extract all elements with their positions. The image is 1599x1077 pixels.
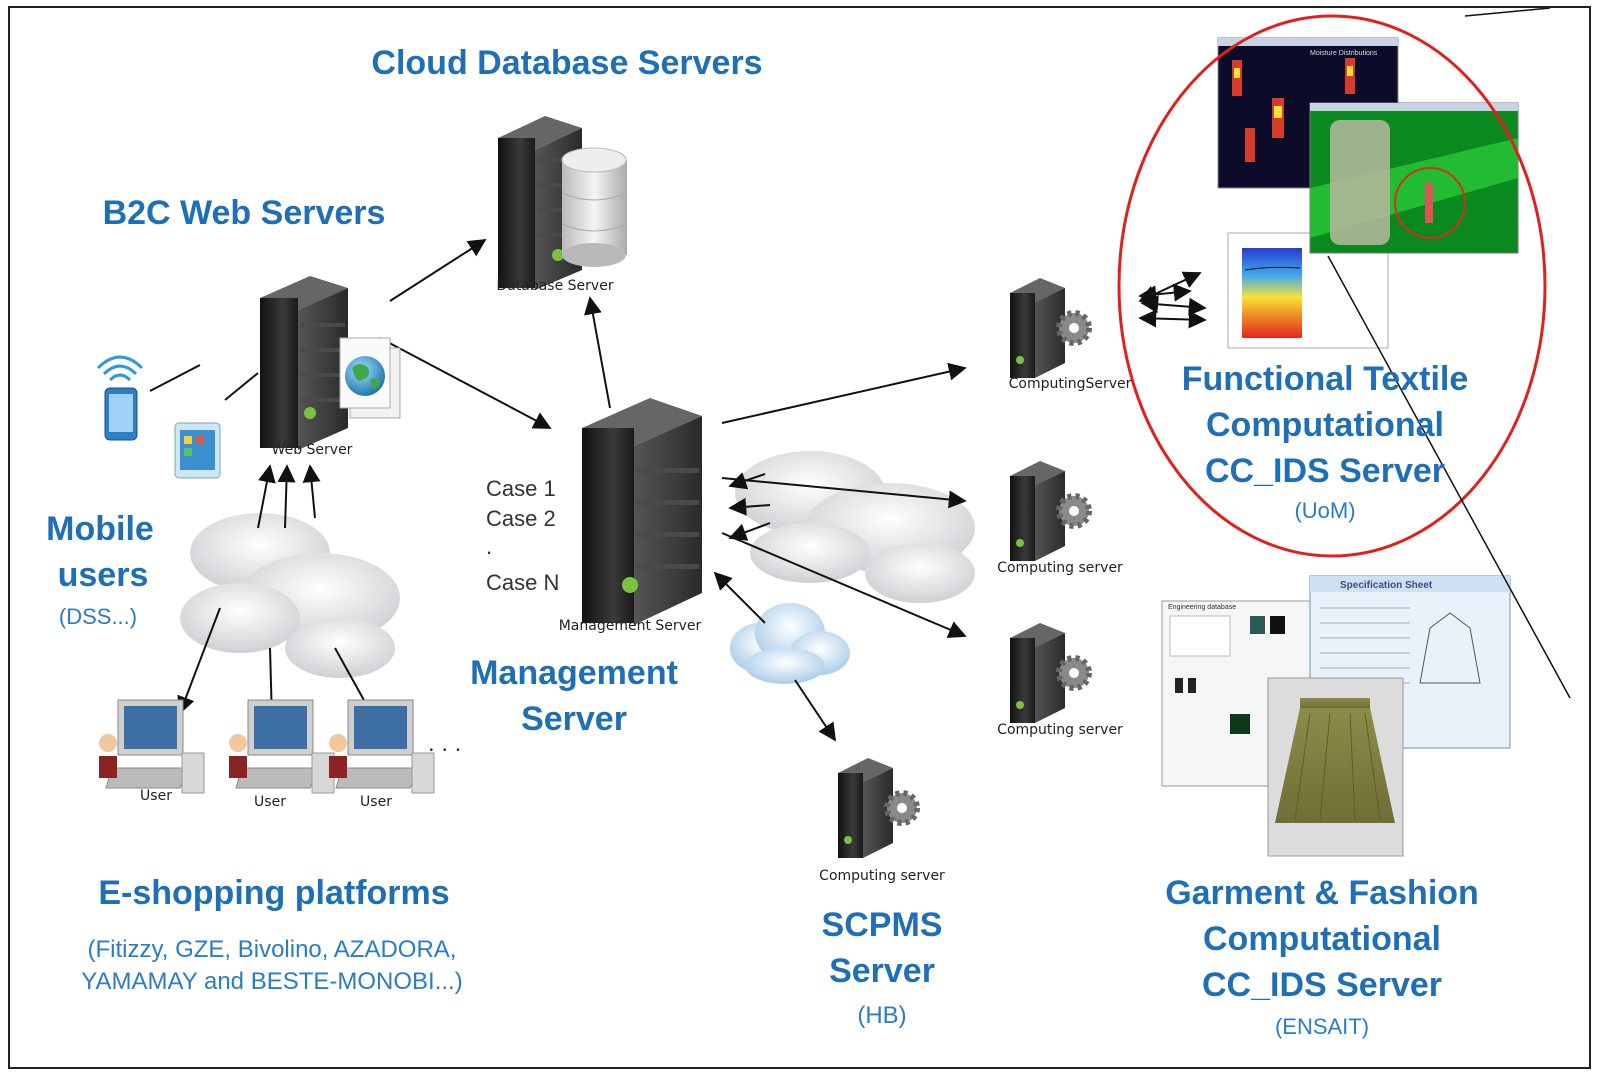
e-shopping-platforms-subtitle: (Fitizzy, GZE, Bivolino, AZADORA, [87, 936, 457, 963]
gear-icon [1056, 310, 1092, 346]
desktop-computer-icon [235, 699, 335, 794]
management-server-title-line2: Server [521, 700, 627, 738]
scpms-server-subtitle: (HB) [857, 1002, 907, 1029]
functional-textile-screens [1217, 37, 1519, 349]
functional-textile-title-line3: CC_IDS Server [1204, 452, 1446, 490]
management-server-title: Management [470, 654, 678, 692]
garment-fashion-screens [1161, 575, 1511, 857]
user-label: User [360, 794, 392, 810]
tablet-icon [174, 422, 221, 479]
spec-sheet-title: Specification Sheet [1340, 580, 1433, 591]
e-shopping-platforms-title: E-shopping platforms [98, 874, 450, 912]
engineering-db-title: Engineering database [1168, 604, 1237, 611]
functional-textile-subtitle: (UoM) [1294, 498, 1356, 523]
functional-textile-title: Functional Textile [1181, 360, 1469, 398]
person-icon [99, 734, 117, 778]
person-icon [229, 734, 247, 778]
garment-fashion-title-line2: Computational [1203, 920, 1441, 958]
desktop-computer-icon [105, 699, 205, 794]
server-icon [1010, 278, 1065, 378]
computing-server-label: Computing server [997, 560, 1123, 576]
moisture-title: Moisture Distributions [1310, 50, 1378, 57]
ellipsis-label: . . . [428, 730, 462, 757]
scpms-server-title-line2: Server [829, 952, 935, 990]
gear-icon [884, 790, 920, 826]
callout-line [1327, 255, 1571, 699]
wifi-icon [96, 355, 144, 382]
user-label: User [140, 788, 172, 804]
mobile-users-subtitle: (DSS...) [58, 604, 138, 629]
user-label: User [254, 794, 286, 810]
cloud-icon [730, 603, 850, 684]
cloud-icon [180, 513, 400, 678]
case-dot-label: . [486, 534, 493, 559]
mobile-users-title-line2: users [57, 556, 149, 594]
callout-line [1464, 8, 1551, 17]
mobile-users-title: Mobile [46, 510, 154, 548]
scpms-server-title: SCPMS [821, 906, 943, 944]
globe-icon [339, 337, 401, 419]
desktop-computer-icon [335, 699, 435, 794]
garment-fashion-title: Garment & Fashion [1165, 874, 1479, 912]
b2c-web-servers-title: B2C Web Servers [102, 194, 386, 232]
server-icon [260, 276, 348, 450]
gear-icon [1056, 493, 1092, 529]
smartphone-icon [104, 387, 138, 441]
highlight-ring [1117, 14, 1547, 558]
gear-icon [1056, 655, 1092, 691]
garment-fashion-subtitle: (ENSAIT) [1274, 1014, 1370, 1039]
database-cylinder-icon [561, 147, 628, 267]
case-2-label: Case 2 [486, 506, 556, 531]
web-server-label: Web Server [271, 442, 353, 458]
diagram-canvas [96, 8, 1571, 858]
computing-server-label: Computing server [819, 868, 945, 884]
server-icon [838, 758, 893, 858]
garment-fashion-title-line3: CC_IDS Server [1201, 966, 1443, 1004]
e-shopping-platforms-subtitle-line2: YAMAMAY and BESTE-MONOBI...) [81, 968, 463, 995]
server-icon [1010, 623, 1065, 723]
computing-server-label: ComputingServer [1008, 376, 1132, 392]
person-icon [329, 734, 347, 778]
case-n-label: Case N [486, 570, 560, 595]
diagram-frame: Cloud Database Servers B2C Web Servers D… [8, 6, 1591, 1069]
cloud-icon [735, 451, 975, 603]
database-server-label: Database Server [496, 278, 614, 294]
server-icon [582, 398, 702, 625]
functional-textile-title-line2: Computational [1206, 406, 1444, 444]
management-server-label: Management Server [558, 618, 702, 634]
server-icon [1010, 461, 1065, 561]
case-1-label: Case 1 [486, 476, 556, 501]
computing-server-label: Computing server [997, 722, 1123, 738]
cloud-database-servers-title: Cloud Database Servers [371, 44, 763, 82]
